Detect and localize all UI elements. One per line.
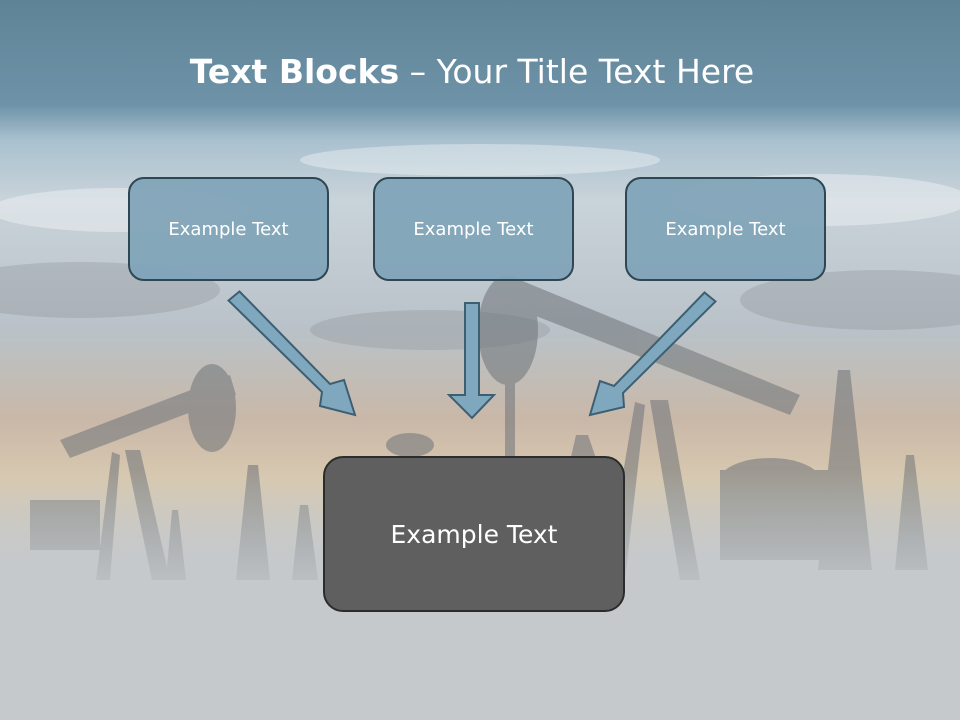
text-block-2-label: Example Text [413,218,534,240]
text-block-2[interactable]: Example Text [373,177,574,281]
text-block-3[interactable]: Example Text [625,177,826,281]
title-rest-part: – Your Title Text Here [399,52,755,91]
title-bold-part: Text Blocks [189,52,400,91]
target-text-block[interactable]: Example Text [323,456,625,612]
text-block-1-label: Example Text [168,218,289,240]
arrow-left [227,290,357,417]
slide-title: Text Blocks – Your Title Text Here [0,52,944,91]
target-text-block-label: Example Text [390,519,558,549]
text-block-1[interactable]: Example Text [128,177,329,281]
arrow-right [588,291,717,417]
arrow-center [446,302,497,420]
text-block-3-label: Example Text [665,218,786,240]
